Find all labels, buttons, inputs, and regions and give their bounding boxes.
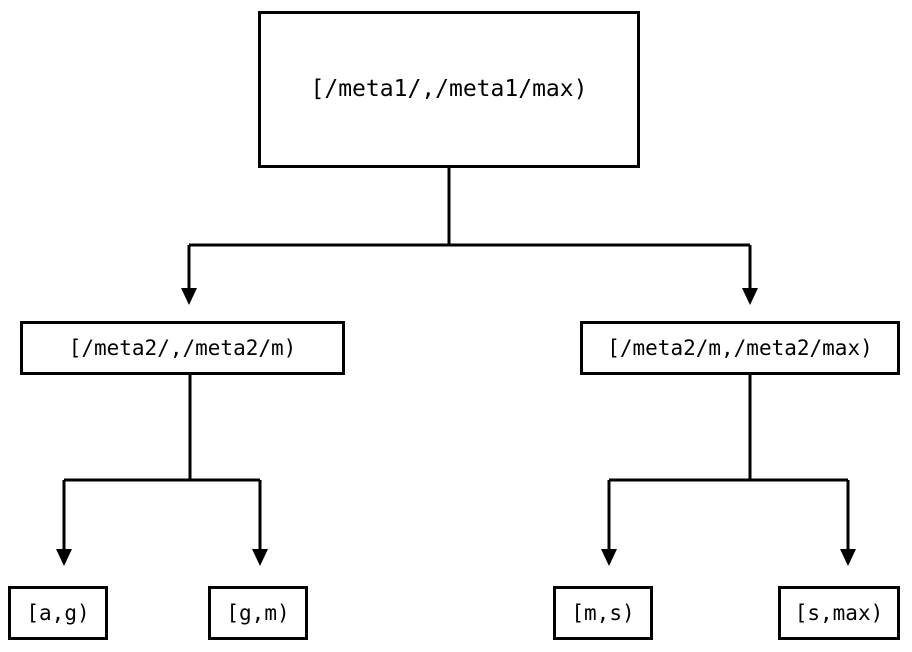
tree-node-root[interactable]: [/meta1/,/meta1/max)	[258, 11, 640, 168]
tree-node-root-label: [/meta1/,/meta1/max)	[310, 76, 588, 102]
arrowhead-to-leaf-ms	[601, 549, 617, 566]
tree-node-leaf-smax-label: [s,max)	[794, 600, 884, 625]
tree-node-leaf-ag[interactable]: [a,g)	[8, 586, 108, 640]
tree-node-meta2-low-label: [/meta2/,/meta2/m)	[68, 335, 297, 360]
arrowhead-to-leaf-ag	[56, 549, 72, 566]
arrowhead-to-meta2-low	[181, 288, 197, 305]
tree-node-leaf-ms-label: [m,s)	[571, 600, 635, 625]
arrowhead-to-meta2-high	[742, 288, 758, 305]
arrowhead-to-leaf-gm	[252, 549, 268, 566]
tree-node-leaf-ms[interactable]: [m,s)	[553, 586, 653, 640]
tree-node-meta2-low[interactable]: [/meta2/,/meta2/m)	[20, 321, 345, 375]
tree-node-meta2-high-label: [/meta2/m,/meta2/max)	[607, 335, 873, 360]
tree-node-leaf-ag-label: [a,g)	[26, 600, 90, 625]
tree-node-leaf-gm[interactable]: [g,m)	[208, 586, 308, 640]
tree-node-leaf-gm-label: [g,m)	[226, 600, 290, 625]
arrowhead-to-leaf-smax	[840, 549, 856, 566]
tree-node-meta2-high[interactable]: [/meta2/m,/meta2/max)	[580, 321, 900, 375]
tree-node-leaf-smax[interactable]: [s,max)	[778, 586, 900, 640]
